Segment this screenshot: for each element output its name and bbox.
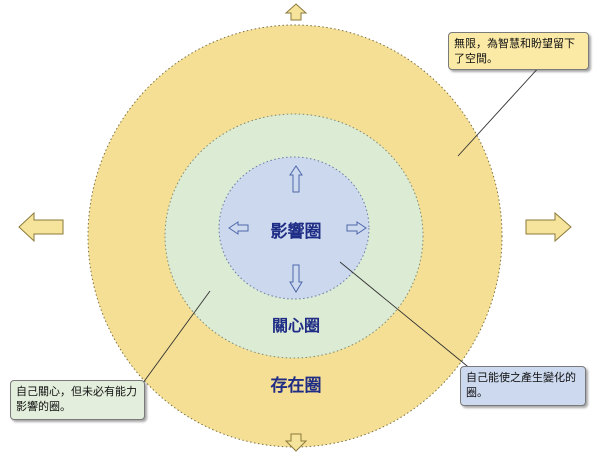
arrow-left-icon: [228, 221, 249, 235]
influence-leader-line: [339, 261, 473, 371]
concern-callout: 自己關心，但未必有能力影響的圈。: [10, 380, 145, 420]
existence-callout: 無限，為智慧和盼望留下了空間。: [448, 32, 589, 70]
arrow-left-icon: [18, 211, 64, 243]
existence-leader-line: [457, 64, 542, 157]
arrow-right-icon: [525, 211, 572, 243]
arrow-down-icon: [284, 433, 308, 452]
existence-circle-label: 存在圈: [271, 375, 322, 396]
influence-circle-label: 影響圈: [271, 221, 322, 242]
concern-leader-line: [139, 290, 211, 388]
influence-circle: [218, 156, 370, 300]
arrow-down-icon: [289, 264, 303, 293]
existence-callout-text: 無限，為智慧和盼望留下了空間。: [454, 37, 575, 65]
arrow-up-icon: [289, 165, 303, 193]
influence-callout-text: 自己能使之產生變化的圈。: [466, 371, 576, 399]
influence-callout: 自己能使之產生變化的圈。: [460, 366, 586, 406]
concern-circle-label: 關心圈: [272, 316, 320, 335]
concern-callout-text: 自己關心，但未必有能力影響的圈。: [16, 385, 137, 413]
arrow-right-icon: [346, 221, 367, 235]
arrow-up-icon: [284, 3, 308, 21]
